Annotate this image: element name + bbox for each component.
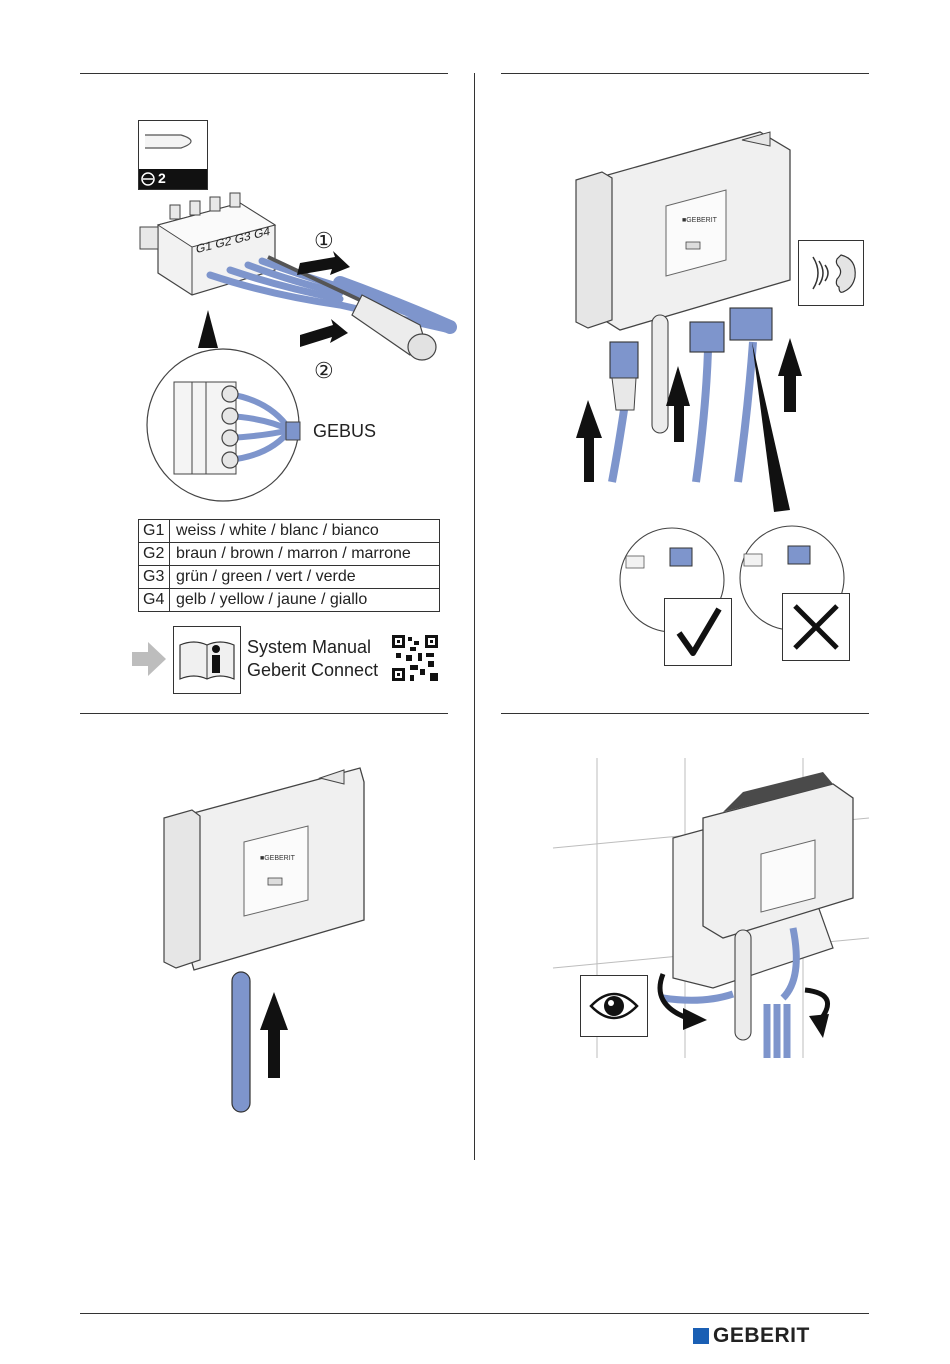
connector-detail-magnifier bbox=[140, 300, 380, 540]
manual-info-icon bbox=[173, 626, 241, 694]
table-row: G1 weiss / white / blanc / bianco bbox=[139, 520, 440, 543]
wire-description: weiss / white / blanc / bianco bbox=[170, 520, 440, 543]
screwdriver-blade-icon bbox=[139, 121, 207, 189]
top-left-rule bbox=[80, 73, 448, 74]
svg-text:■GEBERIT: ■GEBERIT bbox=[260, 855, 296, 862]
hearing-icon bbox=[798, 240, 864, 306]
table-row: G3 grün / green / vert / verde bbox=[139, 566, 440, 589]
manual-title: System Manual bbox=[247, 636, 378, 659]
wire-description: gelb / yellow / jaune / giallo bbox=[170, 589, 440, 612]
table-row: G4 gelb / yellow / jaune / giallo bbox=[139, 589, 440, 612]
visual-check-eye-icon bbox=[580, 975, 648, 1037]
svg-text:■GEBERIT: ■GEBERIT bbox=[682, 217, 718, 224]
wire-description: grün / green / vert / verde bbox=[170, 566, 440, 589]
logo-mark-icon bbox=[693, 1328, 709, 1344]
table-row: G2 braun / brown / marron / marrone bbox=[139, 543, 440, 566]
correct-check-icon bbox=[664, 598, 732, 666]
wire-code: G1 bbox=[139, 520, 170, 543]
wire-description: braun / brown / marron / marrone bbox=[170, 543, 440, 566]
qr-code-icon bbox=[392, 635, 438, 681]
mid-left-rule bbox=[80, 713, 448, 714]
mid-right-rule bbox=[501, 713, 869, 714]
manual-reference-text: System Manual Geberit Connect bbox=[247, 636, 378, 682]
antenna-insertion-illustration: ■GEBERIT bbox=[160, 760, 400, 1120]
top-right-rule bbox=[501, 73, 869, 74]
step-callout-1: ① bbox=[314, 228, 334, 254]
wire-code: G2 bbox=[139, 543, 170, 566]
wire-code: G3 bbox=[139, 566, 170, 589]
column-divider bbox=[474, 73, 475, 1160]
wire-code: G4 bbox=[139, 589, 170, 612]
incorrect-cross-icon bbox=[782, 593, 850, 661]
reference-arrow-icon bbox=[132, 642, 168, 676]
footer-rule bbox=[80, 1313, 869, 1314]
logo-wordmark: GEBERIT bbox=[713, 1324, 810, 1348]
screwdriver-tool-badge: 2 bbox=[138, 120, 208, 190]
manual-subtitle: Geberit Connect bbox=[247, 659, 378, 682]
tool-size-label: 2 bbox=[158, 170, 166, 186]
wire-color-table: G1 weiss / white / blanc / bianco G2 bra… bbox=[138, 519, 440, 612]
device-connectors-illustration: ■GEBERIT bbox=[490, 110, 870, 670]
gebus-label: GEBUS bbox=[313, 421, 376, 442]
geberit-logo: GEBERIT bbox=[693, 1324, 810, 1348]
